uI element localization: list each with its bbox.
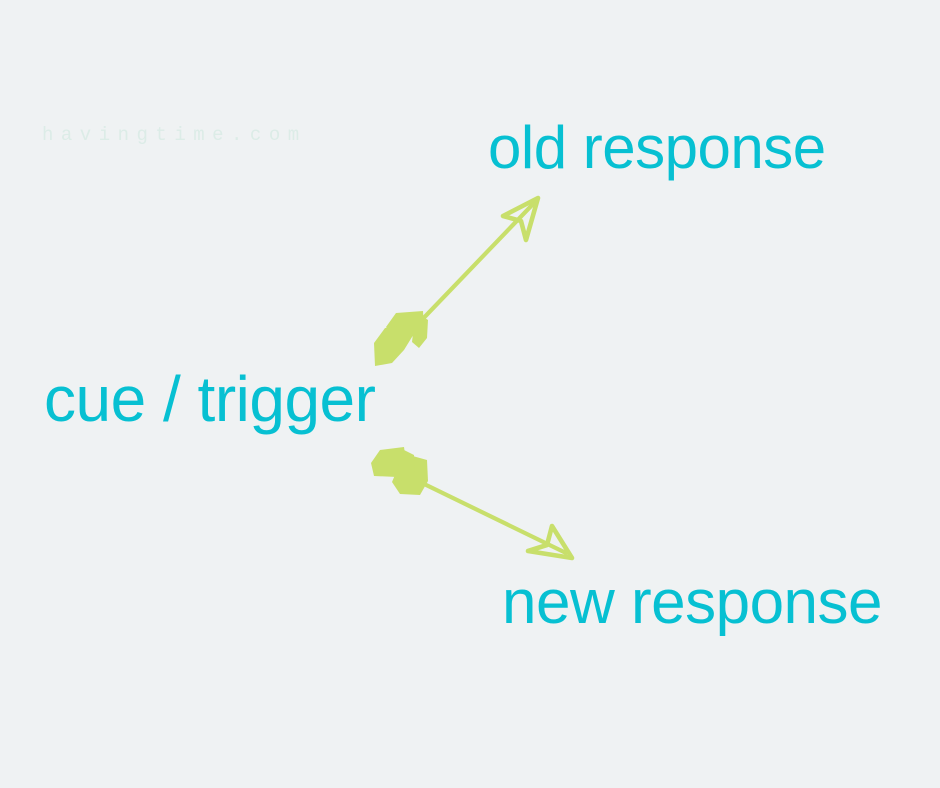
arrow-old-response-fletching-nock bbox=[412, 316, 428, 348]
arrow-old-response-fletching-lower bbox=[374, 325, 412, 366]
site-watermark: havingtime.com bbox=[42, 124, 307, 146]
arrow-old-response-head bbox=[500, 195, 541, 243]
arrow-new-response bbox=[371, 447, 575, 561]
arrow-old-response-shaft bbox=[412, 200, 537, 330]
label-new-response: new response bbox=[502, 568, 883, 637]
arrow-new-response-head bbox=[525, 523, 575, 561]
arrow-new-response-shaft bbox=[415, 478, 569, 556]
label-old-response: old response bbox=[488, 114, 826, 181]
arrow-new-response-fletching-nock bbox=[398, 450, 415, 485]
label-cue-trigger: cue / trigger bbox=[44, 363, 376, 435]
arrow-old-response bbox=[374, 195, 541, 366]
